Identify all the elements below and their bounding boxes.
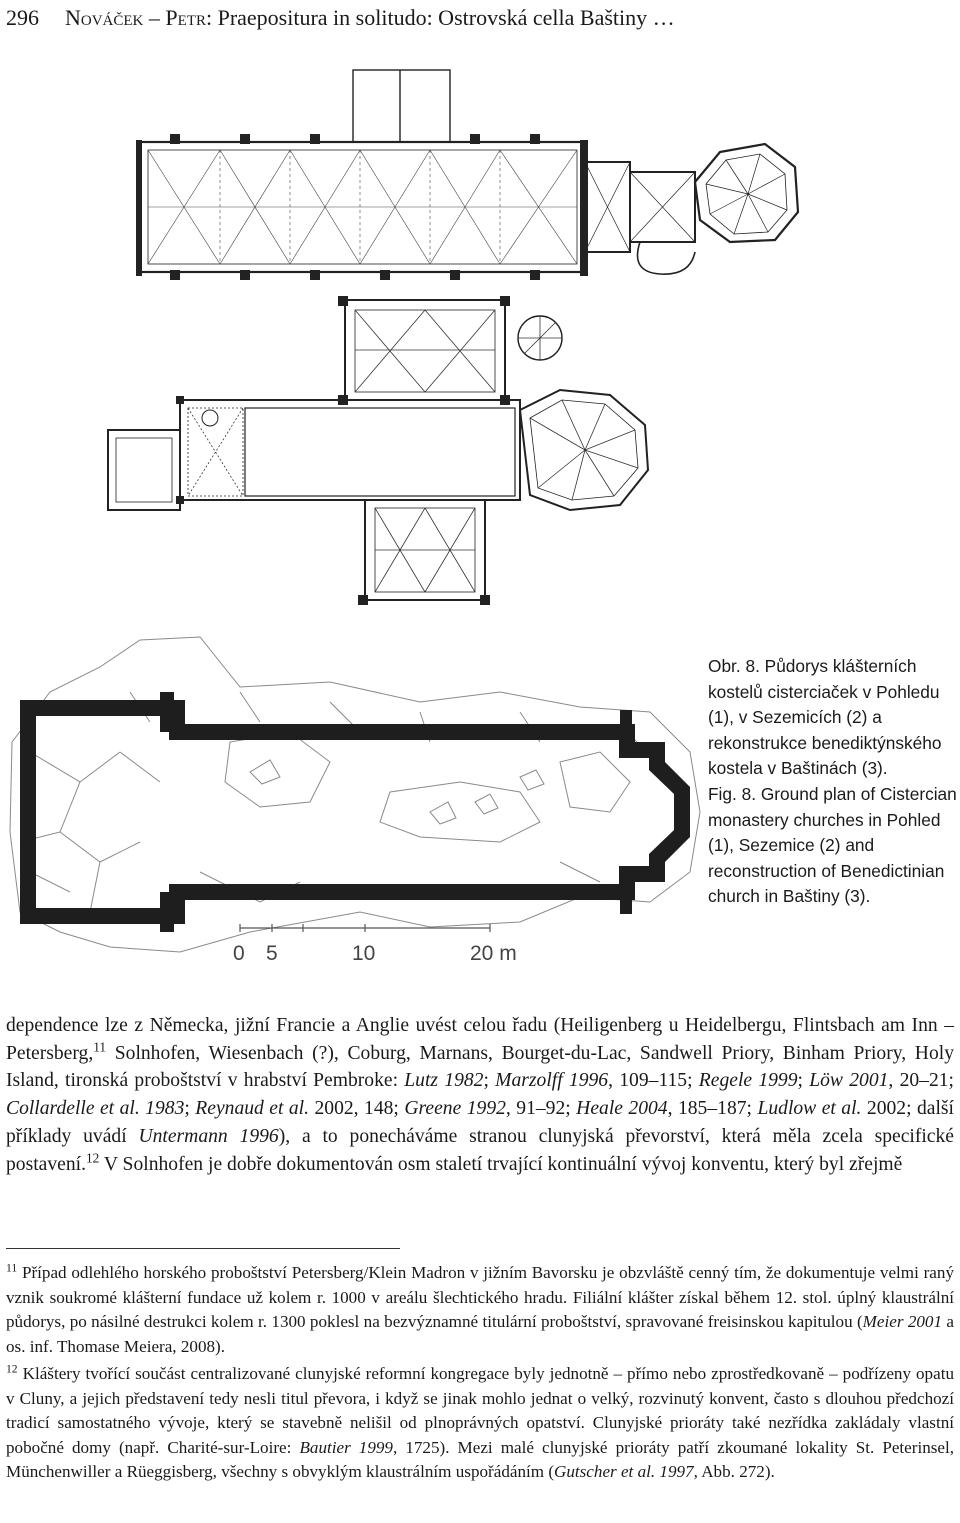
footnote-11: 11 Případ odlehlého horského proboštství… [6,1261,954,1356]
citation: Gutscher et al. 1997 [554,1462,694,1481]
scale-label-20m: 20 m [470,942,517,965]
citation: Ludlow et al. [757,1098,862,1120]
citation: Untermann 1996 [138,1125,279,1147]
scale-label-10: 10 [352,942,375,965]
header-title: Praepositura in solitudo: Ostrovská cell… [217,5,675,30]
footnote-number: 11 [6,1261,18,1275]
citation: Regele 1999 [698,1070,798,1092]
ground-plan-bastiny: 0 5 10 20 m [9,636,701,965]
footnote-ref-12: 12 [86,1149,100,1165]
figure-caption-cz: Obr. 8. Půdorys klášterních kostelů cist… [708,656,942,779]
citation: Löw 2001 [809,1070,889,1092]
header-author-2: Petr [165,5,206,30]
scale-label-5: 5 [266,942,278,965]
header-author-1: Nováček [65,5,144,30]
figure-caption-en: Fig. 8. Ground plan of Cistercian monast… [708,783,957,907]
page-number: 296 [6,5,39,30]
citation: Reynaud et al. [195,1098,310,1120]
body-paragraph: dependence lze z Německa, jižní Francie … [6,1015,955,1175]
figure-caption: Obr. 8. Půdorys klášterních kostelů cist… [708,654,958,910]
ground-plan-pohled [136,69,800,280]
citation: Heale 2004 [576,1098,668,1120]
footnote-separator [6,1248,400,1249]
citation: Meier 2001 [862,1312,943,1331]
citation: Greene 1992 [404,1098,506,1120]
scale-label-0: 0 [233,942,245,965]
citation: Lutz 1982 [404,1070,484,1092]
footnote-ref-11: 11 [93,1039,107,1055]
footnotes: 11 Případ odlehlého horského proboštství… [6,1261,954,1488]
citation: Collardelle et al. 1983 [6,1098,185,1120]
citation: Bautier 1999 [299,1437,393,1457]
body-text: dependence lze z Německa, jižní Francie … [6,1012,954,1178]
footnote-number: 12 [6,1362,18,1376]
footnote-12: 12 Kláštery tvořící součást centralizova… [6,1362,954,1481]
citation: Marzolff 1996 [495,1070,609,1092]
ground-plan-sezemice [107,296,650,605]
